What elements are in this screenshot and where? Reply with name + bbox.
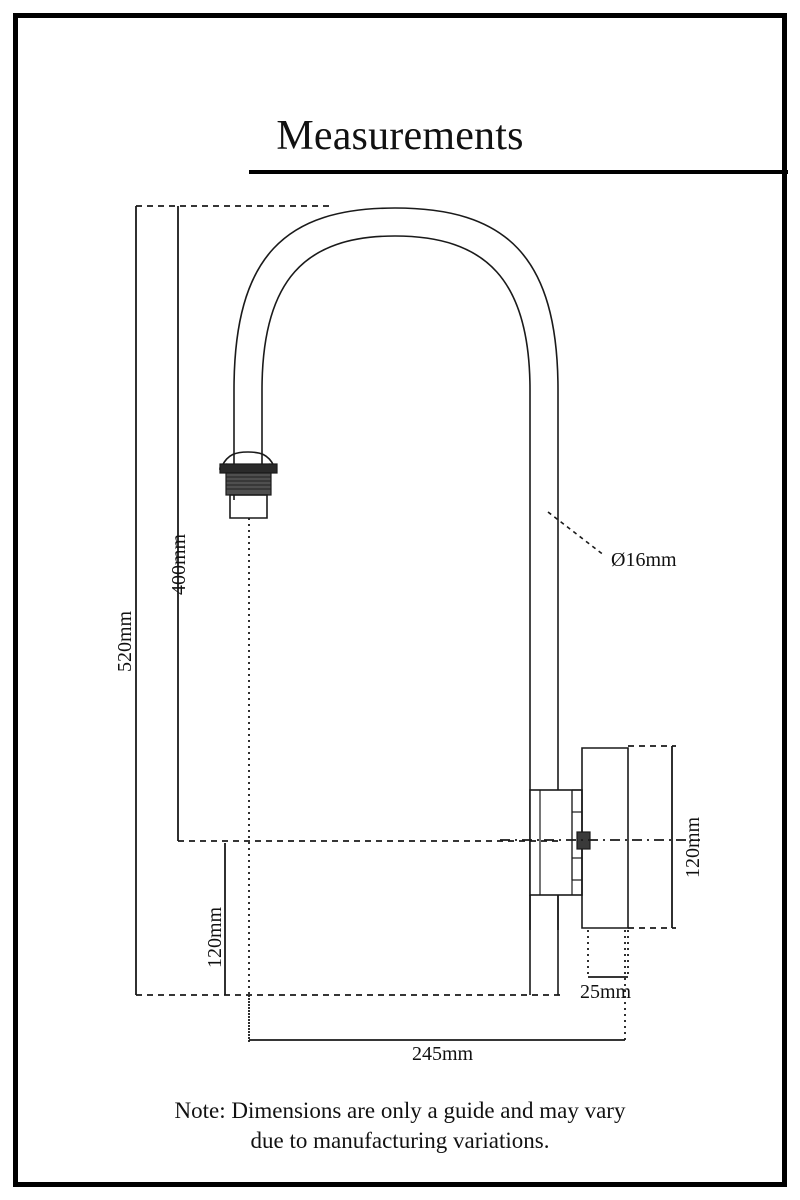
disclaimer-note: Note: Dimensions are only a guide and ma…: [60, 1096, 740, 1156]
dimension-label-120mm-left: 120mm: [204, 906, 226, 968]
nozzle-dome: [221, 451, 275, 467]
tube-diameter-leader: [547, 511, 606, 557]
nozzle-knurled-body: [225, 472, 272, 496]
nozzle-collar-band: [219, 463, 278, 474]
connector-block: [529, 789, 583, 896]
tap-gooseneck-body: [233, 207, 559, 930]
dimension-245mm: [248, 930, 626, 1041]
note-line-2: due to manufacturing variations.: [250, 1128, 550, 1153]
title-underline-rule: [249, 170, 788, 174]
dimension-label-120mm-right: 120mm: [682, 816, 704, 878]
page-border-frame: [13, 13, 787, 1187]
dimension-label-400mm: 400mm: [168, 533, 190, 595]
dimension-label-245mm: 245mm: [412, 1043, 474, 1065]
note-line-1: Note: Dimensions are only a guide and ma…: [174, 1098, 626, 1123]
dimension-520mm: [135, 205, 560, 996]
dimension-label-diameter-16mm: Ø16mm: [611, 549, 677, 571]
tap-spout-nozzle: [219, 451, 278, 519]
tube-inner-edge: [261, 235, 531, 930]
tube-outer-edge: [233, 207, 559, 930]
wall-mount-assembly: [529, 747, 629, 995]
dimension-400mm: [177, 206, 560, 842]
page-title: Measurements: [276, 113, 524, 159]
dimension-label-25mm: 25mm: [580, 981, 632, 1003]
nozzle-outlet: [229, 494, 268, 519]
dimension-label-520mm: 520mm: [114, 610, 136, 672]
dimension-25mm: [587, 930, 629, 978]
dimension-120mm-right: [628, 745, 676, 929]
